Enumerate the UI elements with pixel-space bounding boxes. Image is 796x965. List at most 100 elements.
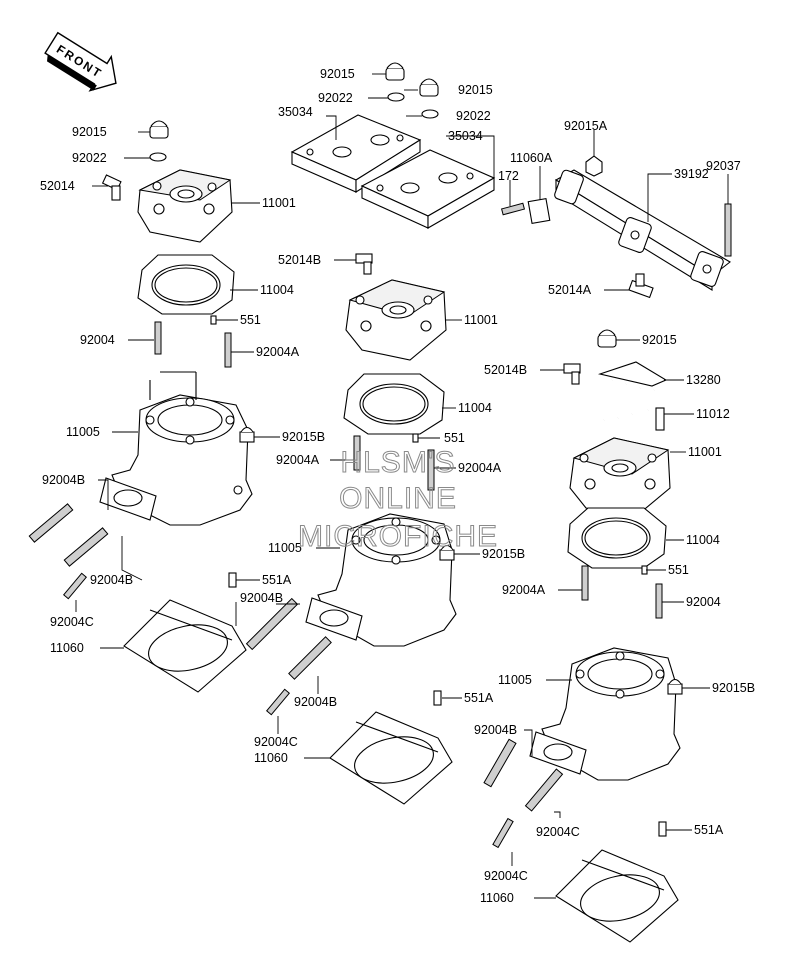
part-number-35034: 35034 bbox=[278, 105, 313, 119]
head-gasket-part bbox=[343, 373, 445, 435]
cap-nut-part bbox=[439, 544, 455, 561]
part-number-92037: 92037 bbox=[706, 159, 741, 173]
part-number-92004c: 92004C bbox=[536, 825, 580, 839]
part-number-11060: 11060 bbox=[50, 641, 84, 655]
part-number-551: 551 bbox=[240, 313, 261, 327]
part-number-92015: 92015 bbox=[320, 67, 355, 81]
part-number-92015: 92015 bbox=[642, 333, 677, 347]
long-stud-part bbox=[28, 503, 109, 600]
cap-nut-part bbox=[667, 678, 683, 695]
hose-part bbox=[527, 197, 551, 225]
part-number-92022: 92022 bbox=[318, 91, 353, 105]
part-number-11060: 11060 bbox=[254, 751, 288, 765]
part-number-92004: 92004 bbox=[80, 333, 115, 347]
part-number-52014b: 52014B bbox=[484, 363, 527, 377]
part-number-92004a: 92004A bbox=[276, 453, 320, 467]
cylinder-head-part bbox=[137, 169, 233, 243]
watermark-line: HLSM'S bbox=[340, 446, 455, 479]
washer-part bbox=[387, 92, 405, 102]
base-gasket-part bbox=[123, 599, 247, 693]
cylinder-part bbox=[529, 647, 681, 781]
cylinder-part bbox=[305, 513, 457, 647]
head-plate-part bbox=[290, 114, 422, 193]
base-gasket-part bbox=[329, 711, 453, 805]
part-number-172: 172 bbox=[498, 169, 519, 183]
part-number-92004c: 92004C bbox=[50, 615, 94, 629]
part-number-92015b: 92015B bbox=[482, 547, 525, 561]
part-number-92022: 92022 bbox=[456, 109, 491, 123]
part-number-92004a: 92004A bbox=[458, 461, 502, 475]
stud-part bbox=[353, 433, 435, 491]
fitting-part bbox=[355, 253, 373, 275]
part-number-92015a: 92015A bbox=[564, 119, 608, 133]
part-number-92004c: 92004C bbox=[484, 869, 528, 883]
base-gasket-part bbox=[555, 849, 679, 943]
part-number-11012: 11012 bbox=[696, 407, 730, 421]
part-number-92004c: 92004C bbox=[254, 735, 298, 749]
part-number-551a: 551A bbox=[464, 691, 494, 705]
part-number-11001: 11001 bbox=[464, 313, 498, 327]
part-number-551: 551 bbox=[668, 563, 689, 577]
part-number-551a: 551A bbox=[262, 573, 292, 587]
part-number-11005: 11005 bbox=[268, 541, 302, 555]
nut-part bbox=[149, 120, 169, 139]
cylinder-part bbox=[99, 371, 253, 526]
base-pin-part bbox=[658, 821, 667, 837]
part-number-551: 551 bbox=[444, 431, 465, 445]
part-number-52014b: 52014B bbox=[278, 253, 321, 267]
part-number-11001: 11001 bbox=[262, 196, 296, 210]
cylinder-head-part bbox=[345, 279, 447, 361]
small-bolt-part bbox=[655, 407, 665, 431]
part-number-92015: 92015 bbox=[458, 83, 493, 97]
part-number-11060a: 11060A bbox=[510, 151, 553, 165]
washer-part bbox=[421, 109, 439, 119]
part-number-11060: 11060 bbox=[480, 891, 514, 905]
nut-part bbox=[385, 62, 439, 97]
part-number-92004a: 92004A bbox=[502, 583, 546, 597]
part-number-92022: 92022 bbox=[72, 151, 107, 165]
part-number-11005: 11005 bbox=[498, 673, 532, 687]
part-number-92004a: 92004A bbox=[256, 345, 300, 359]
part-number-11004: 11004 bbox=[260, 283, 294, 297]
cylinder-head-part bbox=[569, 437, 671, 519]
part-number-52014: 52014 bbox=[40, 179, 75, 193]
part-number-92004b: 92004B bbox=[42, 473, 85, 487]
part-number-92015b: 92015B bbox=[712, 681, 755, 695]
washer-part bbox=[149, 152, 167, 162]
part-number-92004b: 92004B bbox=[474, 723, 517, 737]
part-number-11001: 11001 bbox=[688, 445, 722, 459]
stud-part bbox=[581, 565, 663, 619]
long-stud-part bbox=[724, 203, 732, 257]
head-plate-part bbox=[360, 149, 496, 229]
long-stud-part bbox=[245, 597, 332, 716]
part-number-92004: 92004 bbox=[686, 595, 721, 609]
part-number-13280: 13280 bbox=[686, 373, 721, 387]
part-number-92004b: 92004B bbox=[240, 591, 283, 605]
part-number-11005: 11005 bbox=[66, 425, 100, 439]
long-stud-part bbox=[483, 738, 564, 849]
head-gasket-part bbox=[137, 254, 235, 315]
cap-nut-part bbox=[239, 426, 255, 443]
nut-part bbox=[585, 155, 603, 177]
water-manifold-part bbox=[554, 169, 731, 291]
front-direction-marker: FRONT bbox=[44, 31, 117, 92]
fitting-part bbox=[628, 273, 654, 299]
base-pin-part bbox=[228, 572, 237, 588]
fitting-part bbox=[101, 174, 122, 201]
part-number-39192: 39192 bbox=[674, 167, 709, 181]
part-number-92004b: 92004B bbox=[90, 573, 133, 587]
front-arrow-icon: FRONT bbox=[44, 31, 117, 92]
part-number-52014a: 52014A bbox=[548, 283, 592, 297]
right-assembly: 92015A 11060A 172 39192 92037 52014A 920… bbox=[474, 119, 755, 943]
part-number-11004: 11004 bbox=[686, 533, 720, 547]
base-pin-part bbox=[433, 690, 442, 706]
part-number-11004: 11004 bbox=[458, 401, 492, 415]
left-assembly: 92015 92022 52014 11001 11004 92004 551 … bbox=[28, 120, 325, 693]
watermark: HLSM'S ONLINE MICROFICHE bbox=[298, 446, 498, 554]
watermark-line: ONLINE bbox=[339, 482, 457, 515]
center-assembly: 92015 92015 92022 92022 35034 35034 5201… bbox=[240, 62, 525, 805]
bolt-part bbox=[500, 202, 526, 216]
fitting-part bbox=[563, 363, 581, 385]
part-number-92015b: 92015B bbox=[282, 430, 325, 444]
